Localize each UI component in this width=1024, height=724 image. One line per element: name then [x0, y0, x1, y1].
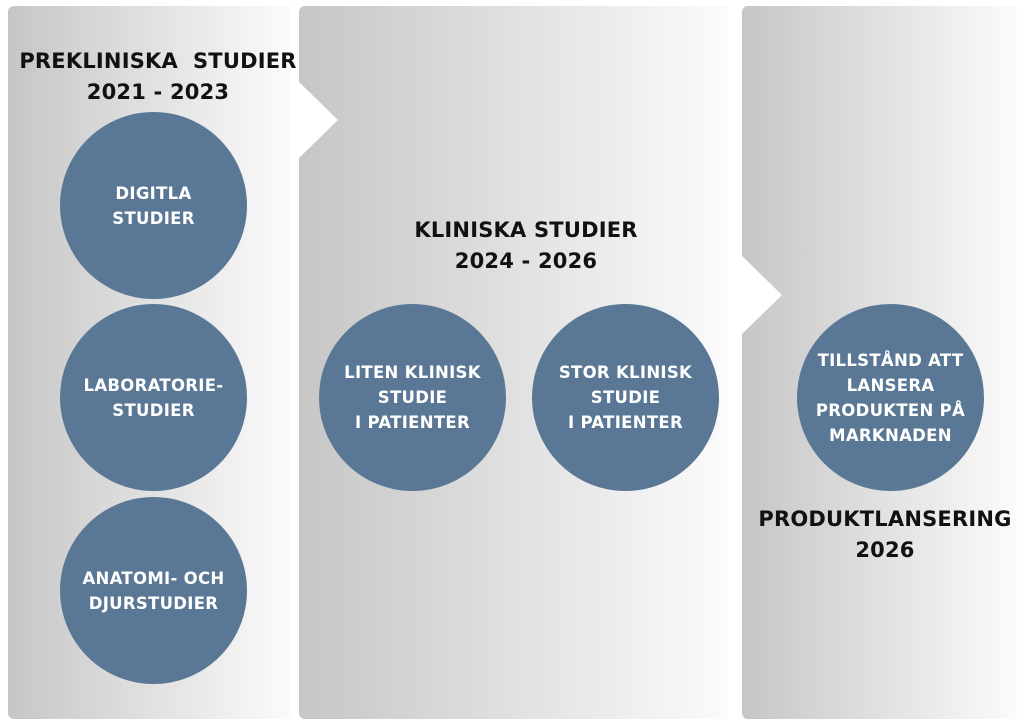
step-line: I PATIENTER [568, 413, 683, 432]
step-market-approval: TILLSTÅND ATT LANSERA PRODUKTEN PÅ MARKN… [797, 304, 984, 491]
step-line: MARKNADEN [829, 425, 952, 445]
step-line: LABORATORIE- [83, 375, 224, 395]
preclinical-years: 2021 - 2023 [86, 80, 230, 104]
step-line: STUDIE [590, 388, 661, 407]
step-laboratory-studies: LABORATORIE- STUDIER [60, 304, 247, 491]
phase-panel-clinical [298, 5, 728, 720]
preclinical-title: PREKLINISKA STUDIER [19, 49, 297, 73]
step-line: ANATOMI- OCH [82, 568, 225, 588]
step-digital-studies: DIGITLA STUDIER [60, 112, 247, 299]
launch-title: PRODUKTLANSERING [758, 507, 1012, 531]
preclinical-heading: PREKLINISKA STUDIER 2021 - 2023 [8, 46, 308, 108]
step-large-clinical-study: STOR KLINISK STUDIE I PATIENTER [532, 304, 719, 491]
step-line: I PATIENTER [355, 413, 470, 432]
launch-years: 2026 [855, 538, 915, 562]
step-line: STUDIER [112, 400, 195, 420]
launch-heading: PRODUKTLANSERING 2026 [745, 504, 1024, 566]
step-line: DIGITLA [115, 183, 192, 203]
step-small-clinical-study: LITEN KLINISK STUDIE I PATIENTER [319, 304, 506, 491]
step-line: STOR KLINISK [558, 363, 693, 382]
step-line: STUDIER [112, 208, 195, 228]
clinical-heading: KLINISKA STUDIER 2024 - 2026 [376, 215, 676, 277]
step-line: LANSERA [846, 375, 935, 395]
step-anatomy-animal-studies: ANATOMI- OCH DJURSTUDIER [60, 497, 247, 684]
clinical-years: 2024 - 2026 [454, 249, 598, 273]
step-line: TILLSTÅND ATT [817, 350, 964, 370]
step-line: DJURSTUDIER [88, 593, 219, 613]
clinical-title: KLINISKA STUDIER [414, 218, 638, 242]
step-line: STUDIE [377, 388, 448, 407]
step-line: PRODUKTEN PÅ [815, 400, 966, 420]
step-line: LITEN KLINISK [344, 363, 481, 382]
